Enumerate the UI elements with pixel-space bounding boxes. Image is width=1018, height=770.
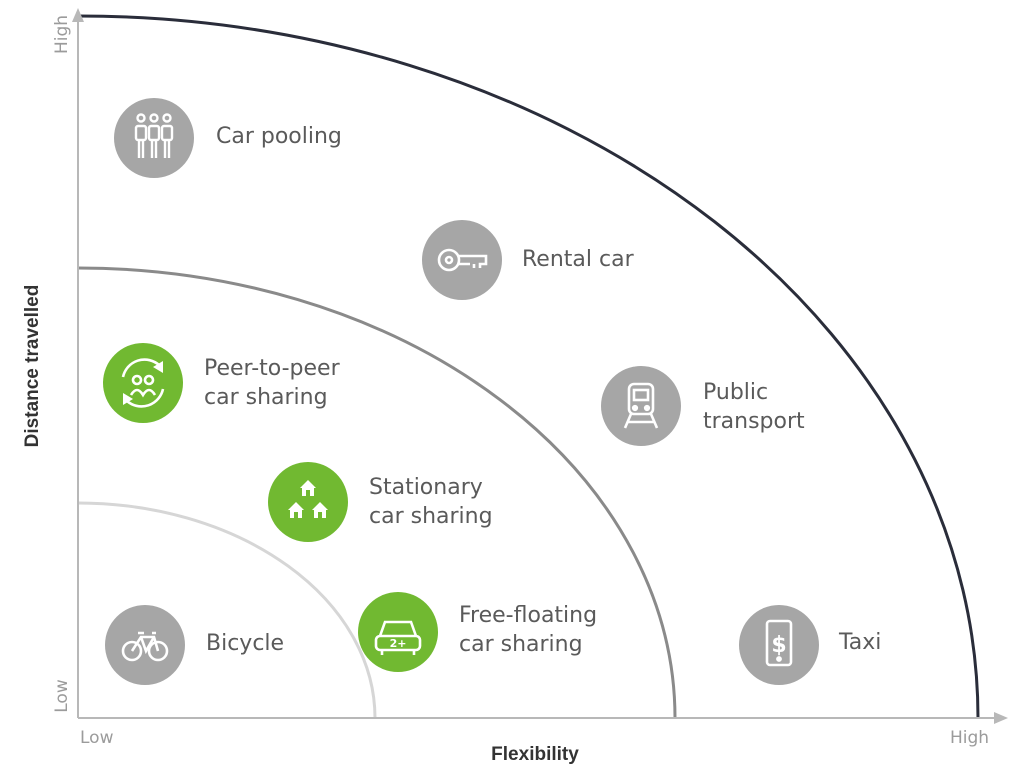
outer-arc [77,14,980,719]
bicycle-icon [105,605,185,685]
phone-dollar-icon: $ [739,605,819,685]
item-label-free-floating: Free-floating car sharing [459,603,598,657]
car-2plus-icon: 2+ [358,592,438,672]
y-axis-arrow [72,8,84,22]
people-icon [114,98,194,178]
inner-arc [77,501,377,719]
middle-arc [77,266,677,719]
item-label-rental-car: Rental car [522,247,634,272]
item-label-stationary: Stationary car sharing [369,475,493,529]
y-axis-low-label: Low [52,679,72,713]
svg-text:2+: 2+ [390,637,407,650]
key-icon [422,220,502,300]
item-label-taxi: Taxi [839,630,882,655]
x-axis-arrow [994,712,1008,724]
item-label-car-pooling: Car pooling [216,124,342,149]
svg-text:$: $ [771,633,786,658]
exchange-people-icon [103,343,183,423]
item-label-public-transport: Public transport [703,380,805,434]
x-axis-high-label: High [950,728,990,748]
item-label-peer-to-peer: Peer-to-peer car sharing [204,356,340,410]
item-label-bicycle: Bicycle [206,631,285,656]
train-icon [601,366,681,446]
x-axis-low-label: Low [80,728,114,748]
x-axis-title: Flexibility [491,744,579,765]
houses-icon [268,462,348,542]
y-axis-high-label: High [52,14,72,54]
y-axis-title: Distance travelled [22,284,43,448]
